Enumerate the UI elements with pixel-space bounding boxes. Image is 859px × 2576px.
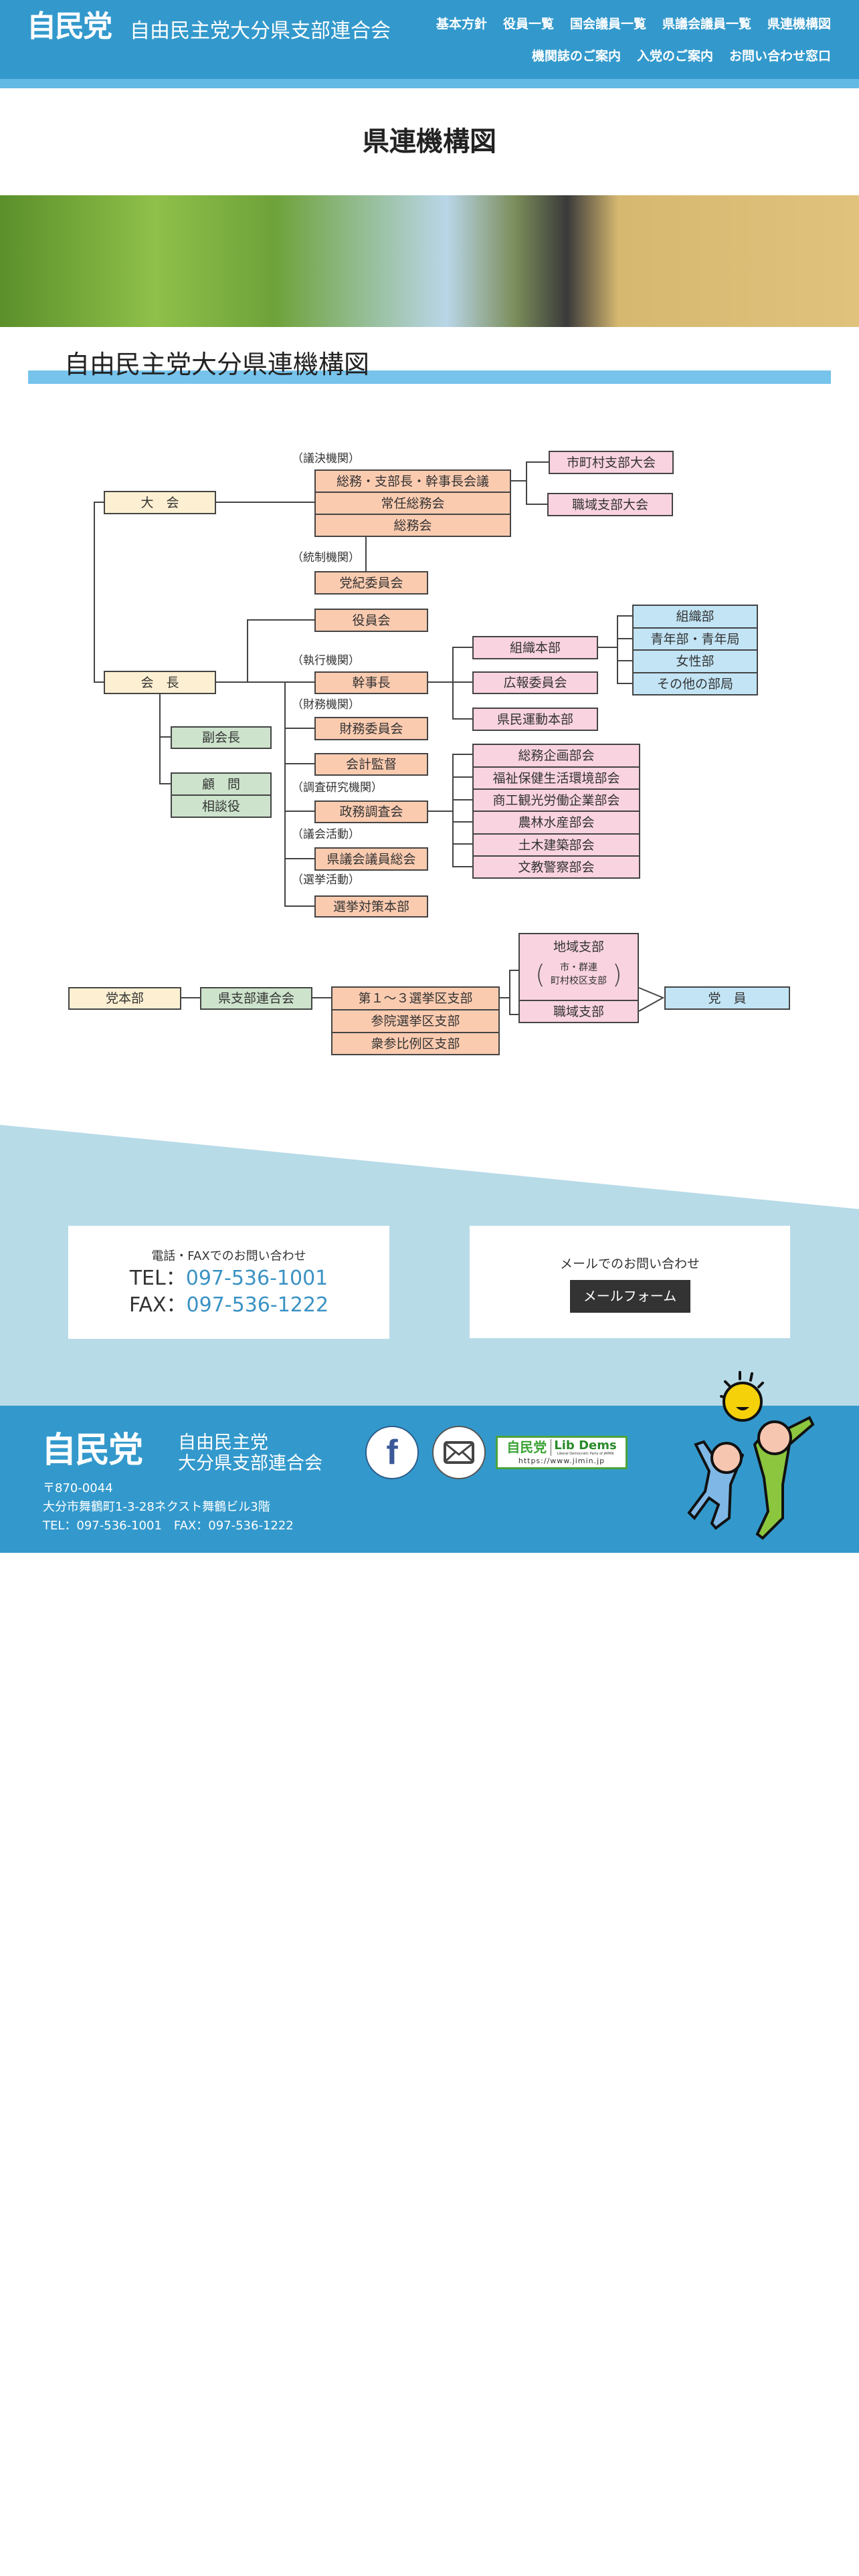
nav-bulletin[interactable]: 機関誌のご案内 — [531, 49, 621, 64]
org-soshiki-unit: その他の部局 — [632, 672, 758, 695]
paren-close-icon: ) — [612, 960, 622, 989]
libdems-logo-jp: 自民党 — [506, 1439, 547, 1455]
label-finance: （財務機関） — [292, 698, 360, 712]
mail-link[interactable] — [432, 1426, 486, 1479]
footer-tel-fax: TEL：097-536-1001 FAX：097-536-1222 — [43, 1519, 294, 1533]
facebook-link[interactable]: f — [365, 1426, 419, 1479]
label-assembly: （議会活動） — [292, 828, 360, 841]
org-seimu-unit: 総務企画部会 — [472, 744, 640, 768]
org-decision-body: 総務・支部長・幹事長会議 — [314, 469, 511, 493]
org-regional-sub1: 市・群連 — [560, 962, 597, 973]
org-seimu: 政務調査会 — [314, 800, 428, 823]
org-branch-meeting: 市町村支部大会 — [549, 451, 674, 474]
org-hq: 党本部 — [68, 987, 181, 1010]
org-chart-connectors — [94, 461, 665, 1015]
org-kaicho: 会 長 — [104, 671, 216, 694]
nav-diet-members[interactable]: 国会議員一覧 — [569, 17, 646, 31]
org-seimu-unit: 商工観光労働企業部会 — [472, 788, 640, 812]
footer-postal: 〒870-0044 — [43, 1481, 113, 1495]
paren-open-icon: ( — [535, 960, 545, 989]
envelope-icon — [444, 1441, 474, 1464]
label-executive: （執行機関） — [292, 654, 360, 667]
org-regional: 地域支部 ( 市・群連 町村校区支部 ) — [518, 933, 639, 1001]
org-decision-body: 常任総務会 — [314, 492, 511, 515]
org-seimu-unit: 土木建築部会 — [472, 833, 640, 857]
org-yakuinkai: 役員会 — [314, 609, 428, 632]
page-title: 県連機構図 — [363, 126, 496, 157]
org-soshiki-unit: 青年部・青年局 — [632, 627, 758, 651]
org-pref: 県支部連合会 — [200, 987, 312, 1010]
fax-number: 097-536-1222 — [186, 1293, 329, 1317]
org-workplace: 職域支部 — [518, 1000, 639, 1023]
org-zaimu: 財務委員会 — [314, 717, 428, 740]
site-logo[interactable]: 自民党 — [27, 9, 112, 43]
main-nav-row2: 機関誌のご案内入党のご案内 お問い合わせ窓口 — [516, 48, 831, 65]
label-election: （選挙活動） — [292, 873, 360, 887]
org-kanjicho: 幹事長 — [314, 671, 428, 694]
fax-label: FAX： — [128, 1293, 187, 1317]
org-advisor: 顧 問 — [171, 772, 272, 796]
footer-address: 大分市舞鶴町1-3-28ネクスト舞鶴ビル3階 — [43, 1500, 270, 1514]
org-regional-title: 地域支部 — [553, 940, 604, 954]
libdems-logo-sub: Liberal Democratic Party of JAPAN — [557, 1451, 614, 1456]
org-member: 党 員 — [664, 986, 790, 1010]
mail-contact-card: メールでのお問い合わせ メールフォーム — [470, 1226, 790, 1338]
main-nav-row1: 基本方針 役員一覧 国会議員一覧 県議会議員一覧 県連機構図 — [420, 16, 831, 33]
facebook-icon: f — [386, 1433, 398, 1472]
org-vice: 副会長 — [171, 726, 272, 749]
org-regional-sub2: 町村校区支部 — [551, 976, 607, 986]
org-district: 衆参比例区支部 — [331, 1032, 500, 1055]
label-research: （調査研究機関） — [292, 781, 383, 794]
libdems-banner-link[interactable]: 自民党 Lib Dems Liberal Democratic Party of… — [496, 1436, 628, 1469]
section-title: 自由民主党大分県連機構図 — [64, 350, 370, 379]
org-seimu-unit: 農林水産部会 — [472, 811, 640, 835]
label-decision: （議決機関） — [292, 452, 360, 465]
org-senkyo: 選挙対策本部 — [314, 895, 428, 918]
footer-name-line1: 自由民主党 — [178, 1432, 268, 1453]
org-soshiki-unit: 女性部 — [632, 649, 758, 673]
phone-contact-card: 電話・FAXでのお問い合わせ TEL：097-536-1001 FAX：097-… — [68, 1226, 389, 1339]
org-kaikei: 会計監督 — [314, 753, 428, 776]
org-decision-body: 総務会 — [314, 514, 511, 537]
tel-label: TEL： — [129, 1267, 186, 1290]
footer-name-line2: 大分県支部連合会 — [178, 1453, 322, 1474]
label-control: （統制機関） — [292, 551, 360, 564]
tel-link[interactable]: 097-536-1001 — [185, 1267, 328, 1290]
org-seimu-unit: 文教警察部会 — [472, 855, 640, 879]
nav-pref-assembly[interactable]: 県議会議員一覧 — [662, 17, 751, 31]
phone-heading: 電話・FAXでのお問い合わせ — [151, 1249, 306, 1263]
site-header: 自民党 自由民主党大分県支部連合会 基本方針 役員一覧 国会議員一覧 県議会議員一覧 県… — [0, 0, 859, 79]
org-kanjicho-unit: 組織本部 — [472, 636, 598, 659]
org-advisor: 相談役 — [171, 794, 272, 818]
org-district: 参院選挙区支部 — [331, 1009, 500, 1033]
section-title-bar — [28, 370, 831, 384]
hero-banner-image — [0, 195, 859, 327]
mail-form-button[interactable]: メールフォーム — [569, 1280, 690, 1313]
org-taikai: 大 会 — [104, 491, 216, 514]
org-kanjicho-unit: 県民運動本部 — [472, 708, 598, 731]
libdems-logo-en: Lib Dems — [554, 1438, 617, 1453]
org-toki: 党紀委員会 — [314, 571, 428, 595]
nav-join[interactable]: 入党のご案内 — [636, 49, 713, 64]
org-seimu-unit: 福祉保健生活環境部会 — [472, 766, 640, 790]
org-district: 第１～３選挙区支部 — [331, 986, 500, 1010]
libdems-url: https://www.jimin.jp — [518, 1457, 605, 1465]
org-branch-meeting: 職域支部大会 — [547, 493, 673, 516]
footer-logo[interactable]: 自民党 — [41, 1430, 143, 1471]
nav-officers[interactable]: 役員一覧 — [502, 17, 554, 31]
nav-contact[interactable]: お問い合わせ窓口 — [729, 49, 831, 64]
mail-heading: メールでのお問い合わせ — [559, 1257, 700, 1271]
org-kanjicho-unit: 広報委員会 — [472, 671, 598, 694]
mascot-illustration — [687, 1371, 815, 1540]
site-org-name[interactable]: 自由民主党大分県支部連合会 — [130, 19, 391, 43]
nav-basic-policy[interactable]: 基本方針 — [436, 17, 487, 31]
header-accent-strip — [0, 79, 859, 88]
org-soshiki-unit: 組織部 — [632, 605, 758, 629]
nav-org-chart[interactable]: 県連機構図 — [767, 17, 831, 31]
org-kengikai: 県議会議員総会 — [314, 847, 428, 871]
